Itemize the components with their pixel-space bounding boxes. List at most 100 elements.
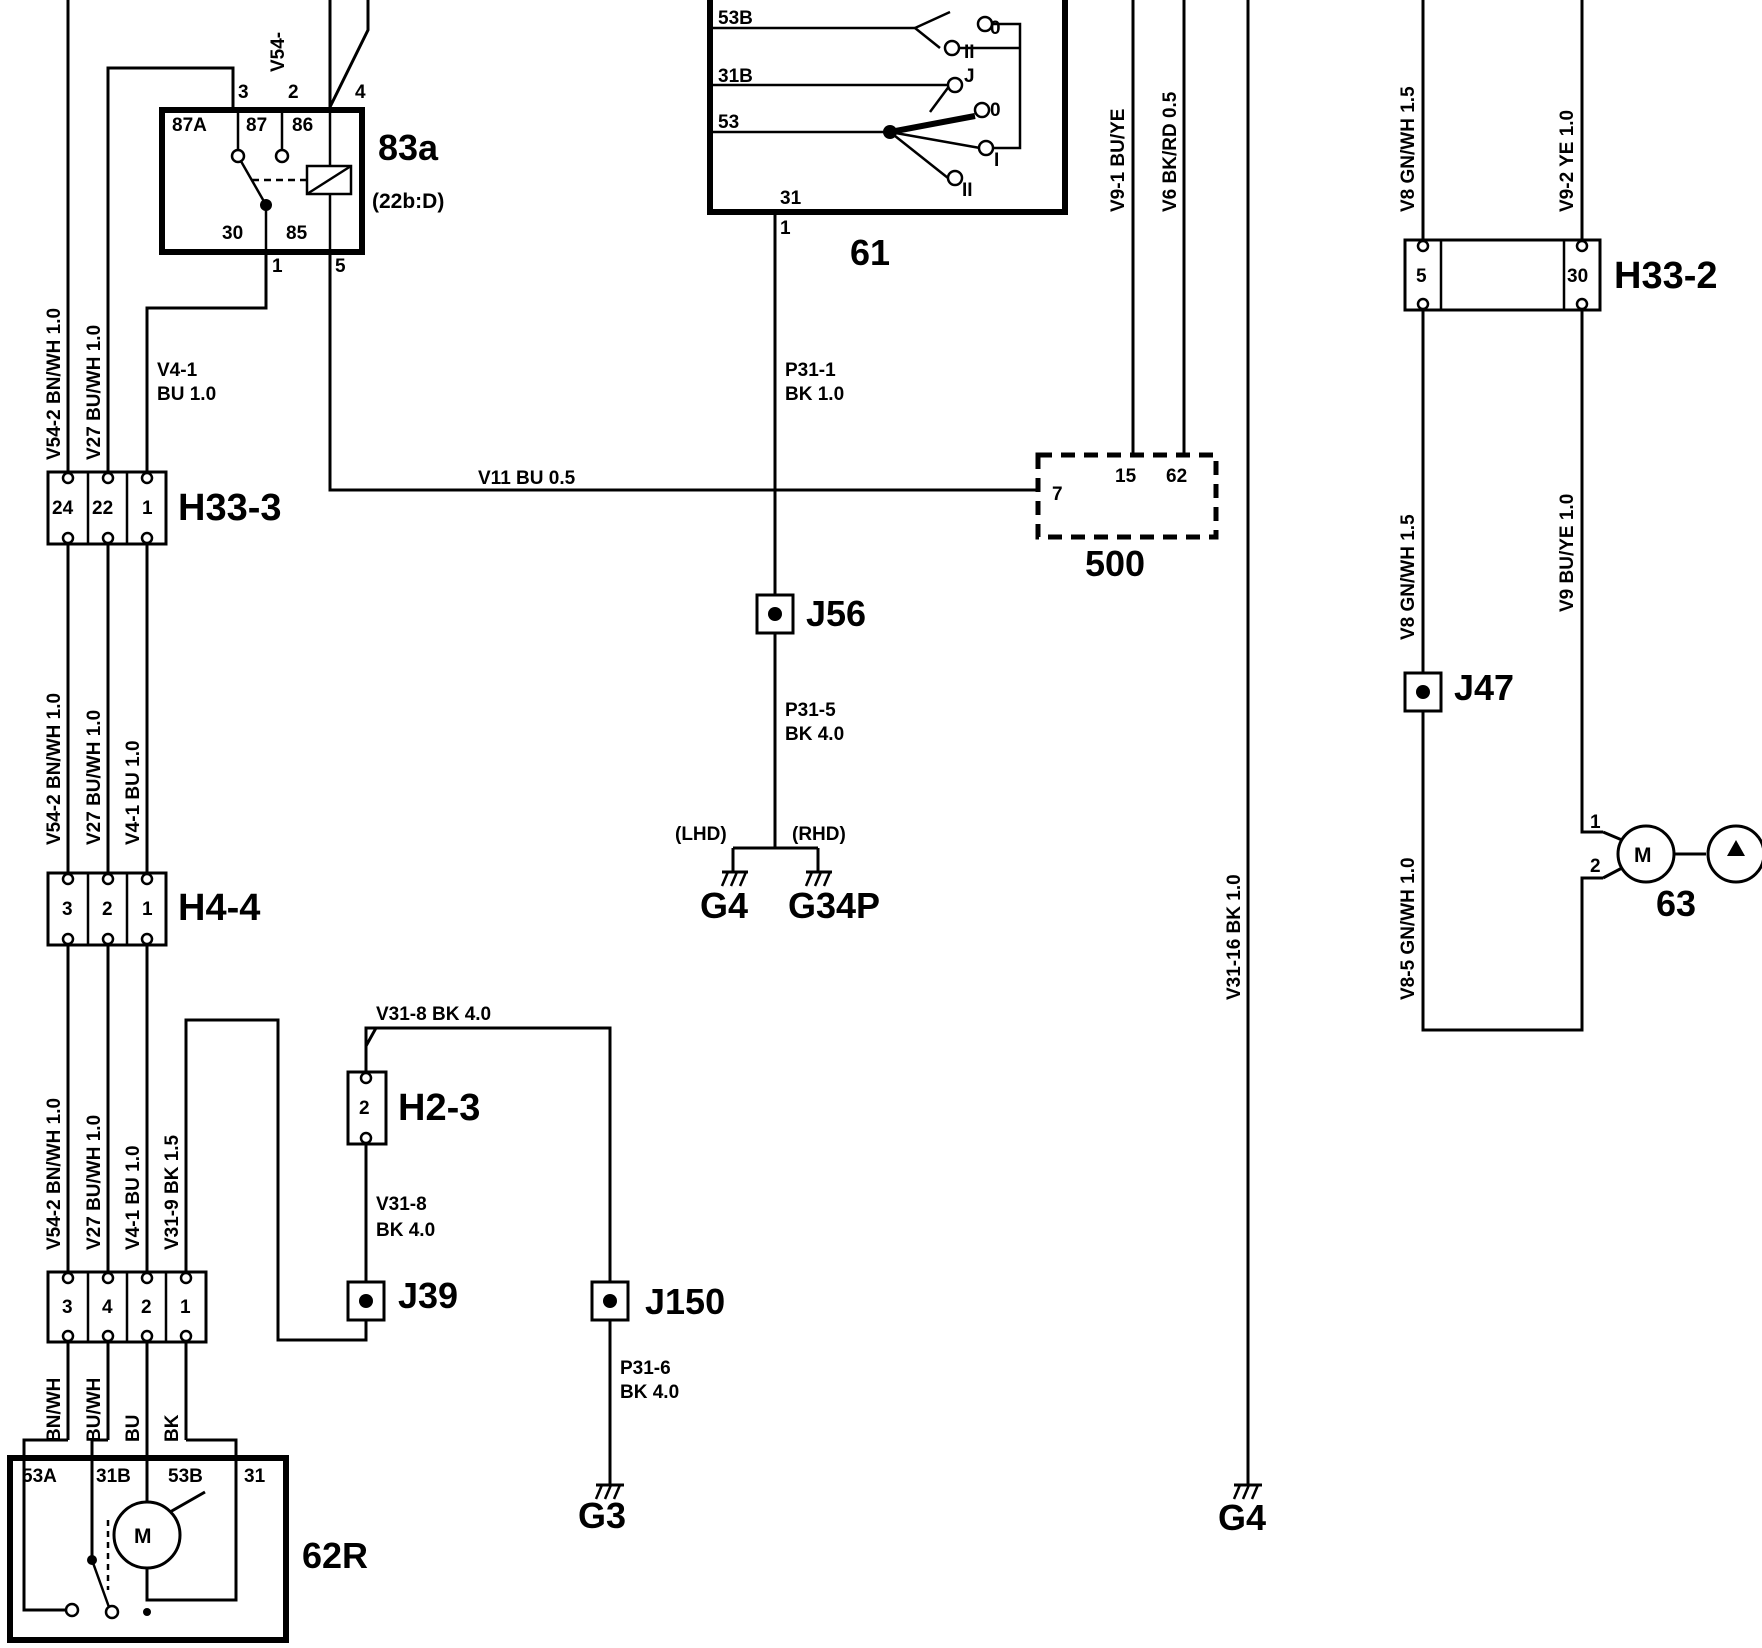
wiper-motor-id: 62R bbox=[302, 1535, 368, 1576]
relay-ref: (22b:D) bbox=[372, 190, 444, 213]
relay-83a: 87A 87 86 30 85 3 2 4 1 5 83a (22b:D) bbox=[159, 82, 444, 277]
h33-2-pin-5: 5 bbox=[1416, 266, 1427, 287]
label-p31-5-spec: BK 4.0 bbox=[785, 724, 844, 745]
label-v11: V11 BU 0.5 bbox=[478, 468, 576, 489]
h33-2-pin-30: 30 bbox=[1567, 266, 1588, 287]
label-v6: V6 BK/RD 0.5 bbox=[1160, 91, 1181, 212]
motor-conn-pin-3: 3 bbox=[62, 1297, 73, 1318]
motor-conn-pin-2: 2 bbox=[141, 1297, 152, 1318]
label-motor-in-3: BU bbox=[123, 1415, 144, 1442]
ground-variant-lhd: (LHD) bbox=[675, 824, 727, 845]
label-v8-5: V8-5 GN/WH 1.0 bbox=[1398, 857, 1419, 1000]
wiper-motor-62r: M 53A 31B 53B 31 62R bbox=[7, 1342, 368, 1643]
label-mid-v27: V27 BU/WH 1.0 bbox=[84, 710, 105, 845]
ground-g3: G3 bbox=[578, 1495, 626, 1536]
relay-pin-87: 87 bbox=[246, 115, 267, 136]
switch-term-1: 1 bbox=[780, 218, 791, 239]
connector-h33-3: 24 22 1 H33-3 bbox=[46, 470, 282, 546]
label-v8-top: V8 GN/WH 1.5 bbox=[1398, 86, 1419, 212]
h33-3-pin-22: 22 bbox=[92, 498, 113, 519]
connector-h33-3-id: H33-3 bbox=[178, 487, 282, 529]
relay-leg-2: 2 bbox=[288, 82, 299, 103]
label-v9-2: V9-2 YE 1.0 bbox=[1557, 110, 1578, 212]
label-v9-mid: V9 BU/YE 1.0 bbox=[1557, 494, 1578, 612]
module-id: 500 bbox=[1085, 543, 1145, 584]
label-v31-16: V31-16 BK 1.0 bbox=[1224, 874, 1245, 1000]
h33-3-pin-24: 24 bbox=[52, 498, 74, 519]
connector-h2-3-id: H2-3 bbox=[398, 1087, 480, 1129]
switch-pos-0: 0 bbox=[990, 18, 1001, 39]
pump-id: 63 bbox=[1656, 883, 1696, 924]
wiper-term-31: 31 bbox=[244, 1466, 266, 1487]
label-low-v54: V54-2 BN/WH 1.0 bbox=[44, 1098, 65, 1250]
ground-variant-rhd: (RHD) bbox=[792, 824, 846, 845]
switch-term-31: 31 bbox=[780, 188, 802, 209]
ground-branch-g3: 2 H2-3 J39 J150 G3 bbox=[346, 1026, 725, 1536]
motor-conn-pin-1: 1 bbox=[180, 1297, 191, 1318]
label-top-v27: V27 BU/WH 1.0 bbox=[84, 325, 105, 460]
switch-term-53: 53 bbox=[718, 112, 739, 133]
splice-j150: J150 bbox=[645, 1281, 725, 1322]
relay-leg-4: 4 bbox=[355, 82, 366, 103]
label-p31-5: P31-5 bbox=[785, 700, 836, 721]
label-p31-1: P31-1 bbox=[785, 360, 836, 381]
splice-j56: J56 bbox=[755, 593, 866, 635]
module-pin-7: 7 bbox=[1052, 484, 1063, 505]
module-pin-15: 15 bbox=[1115, 466, 1137, 487]
relay-leg-5: 5 bbox=[335, 256, 346, 277]
switch-id: 61 bbox=[850, 232, 890, 273]
h4-4-pin-1: 1 bbox=[142, 899, 153, 920]
pump-pin-2: 2 bbox=[1590, 856, 1601, 877]
connector-h33-2-id: H33-2 bbox=[1614, 255, 1718, 297]
label-v8-mid: V8 GN/WH 1.5 bbox=[1398, 514, 1419, 640]
splice-j47: J47 bbox=[1454, 667, 1514, 708]
label-low-v27: V27 BU/WH 1.0 bbox=[84, 1115, 105, 1250]
motor-conn-pin-4: 4 bbox=[102, 1297, 113, 1318]
relay-leg-1: 1 bbox=[272, 256, 283, 277]
label-p31-1-spec: BK 1.0 bbox=[785, 384, 844, 405]
label-v31-8: V31-8 bbox=[376, 1194, 427, 1215]
label-motor-in-1: BN/WH bbox=[44, 1378, 65, 1442]
module-500: 15 62 7 500 bbox=[1035, 0, 1219, 584]
right-branch: 5 30 H33-2 J47 M 1 2 63 bbox=[1403, 0, 1762, 1032]
connector-motor: 3 4 2 1 bbox=[46, 1270, 208, 1344]
h4-4-pin-3: 3 bbox=[62, 899, 73, 920]
h4-4-pin-2: 2 bbox=[102, 899, 113, 920]
ground-g4-center: G4 bbox=[700, 885, 748, 926]
label-v9-1: V9-1 BU/YE bbox=[1108, 109, 1129, 212]
relay-pin-87a: 87A bbox=[172, 115, 207, 136]
relay-pin-86: 86 bbox=[292, 115, 313, 136]
label-v31-8-spec: BK 4.0 bbox=[376, 1220, 435, 1241]
relay-id: 83a bbox=[378, 127, 439, 168]
label-v31-8-top: V31-8 BK 4.0 bbox=[376, 1004, 491, 1025]
label-v54-top: V54- bbox=[268, 32, 289, 72]
label-motor-in-4: BK bbox=[162, 1414, 183, 1442]
wire-v11 bbox=[328, 252, 1036, 492]
pump-motor-symbol: M bbox=[1634, 844, 1652, 867]
label-v4-1-spec: BU 1.0 bbox=[157, 384, 216, 405]
h33-3-pin-1: 1 bbox=[142, 498, 153, 519]
ground-g4-right: G4 bbox=[1218, 1497, 1266, 1538]
label-mid-v4-1: V4-1 BU 1.0 bbox=[123, 740, 144, 845]
left-wire-bundle bbox=[66, 0, 370, 1342]
module-pin-62: 62 bbox=[1166, 466, 1187, 487]
label-v4-1: V4-1 bbox=[157, 360, 198, 381]
ground-g34p: G34P bbox=[788, 885, 880, 926]
label-p31-6-spec: BK 4.0 bbox=[620, 1382, 679, 1403]
relay-pin-30: 30 bbox=[222, 223, 243, 244]
svg-text:J56: J56 bbox=[806, 593, 866, 634]
v31-16-branch: G4 bbox=[1218, 0, 1266, 1538]
p31-branch: (LHD) (RHD) G4 G34P bbox=[675, 212, 880, 926]
switch-pos-1: II bbox=[964, 42, 975, 63]
label-p31-6: P31-6 bbox=[620, 1358, 671, 1379]
wiper-term-31b: 31B bbox=[96, 1466, 131, 1487]
relay-pin-85: 85 bbox=[286, 223, 308, 244]
label-mid-v54: V54-2 BN/WH 1.0 bbox=[44, 693, 65, 845]
switch-61: 53B 31B 53 31 1 0 II J 0 I II 61 bbox=[707, 0, 1068, 273]
switch-term-53b: 53B bbox=[718, 8, 753, 29]
switch-pos-4: II bbox=[962, 180, 973, 201]
label-motor-in-2: BU/WH bbox=[84, 1378, 105, 1442]
wiper-term-53b: 53B bbox=[168, 1466, 203, 1487]
label-top-v54: V54-2 BN/WH 1.0 bbox=[44, 308, 65, 460]
